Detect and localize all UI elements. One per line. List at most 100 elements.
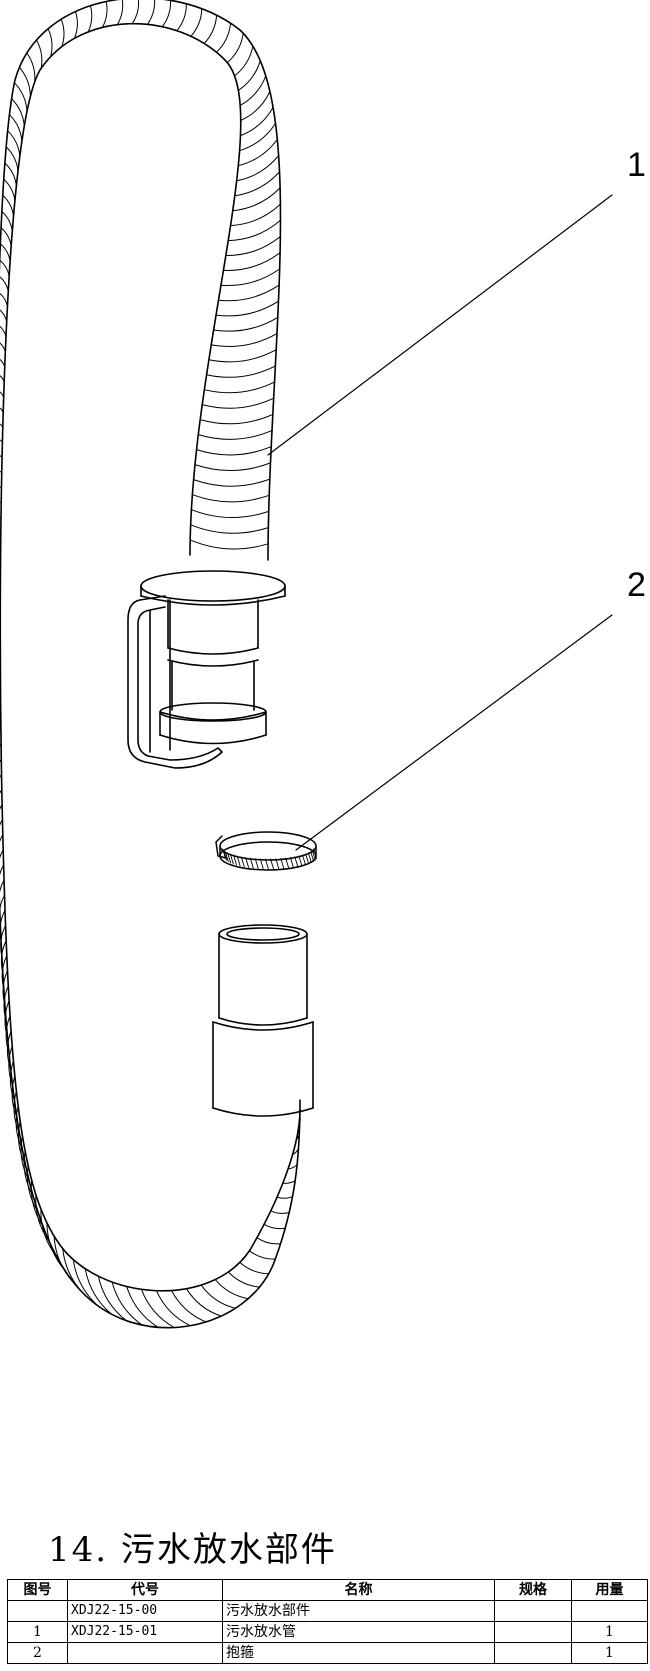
clamp-tooth [311, 849, 316, 861]
hose-ring [0, 864, 5, 876]
header-name: 名称 [222, 1579, 495, 1601]
hose-ring [276, 1196, 293, 1199]
hose-ring [186, 1288, 222, 1317]
hose-ring [11, 1075, 18, 1118]
hose-ring [1, 211, 13, 232]
hose-ring [176, 3, 187, 32]
table-row: 1 XDJ22-15-01 污水放水管 1 [7, 1621, 648, 1643]
hose-ring [13, 82, 28, 112]
hose-ring [203, 14, 218, 44]
parts-table: 图号 代号 名称 规格 用量 XDJ22-15-00 污水放水部件 1 XDJ2… [7, 1579, 648, 1664]
section-title: 14. 污水放水部件 [48, 1530, 337, 1570]
clamp-tooth [233, 854, 237, 866]
hose-ring [0, 342, 6, 353]
clamp-tooth [280, 858, 285, 869]
cell-code [67, 1642, 223, 1664]
clamp-tooth [305, 853, 310, 865]
hose-ring [216, 22, 232, 53]
leader-line-1 [267, 194, 613, 456]
cell-spec [494, 1621, 572, 1643]
hose-ring [5, 1015, 11, 1054]
hose-ring [126, 1285, 159, 1328]
hose-ring [72, 1258, 99, 1307]
hose-ring [146, 0, 156, 25]
hose-ring [236, 155, 280, 182]
hose-ring [191, 494, 270, 503]
clamp-tooth [302, 854, 306, 866]
hose-ring [203, 381, 275, 394]
hose-ring [263, 1223, 286, 1230]
hose-ring [0, 547, 2, 549]
hose-ring [0, 789, 3, 794]
clamp-tooth [294, 856, 299, 868]
hose-ring [189, 539, 269, 550]
hose-ring [240, 91, 271, 121]
hose-ring [0, 439, 3, 443]
hose-ring [60, 18, 65, 48]
header-qty: 用量 [571, 1579, 648, 1601]
hose-ring [295, 1131, 300, 1141]
hose-ring [47, 28, 53, 58]
hose-ring [161, 0, 172, 28]
hose-ring [0, 292, 8, 307]
hose-ring [234, 171, 280, 197]
clamp-tooth [229, 853, 234, 865]
hose-ring [87, 5, 93, 33]
hose-ring [237, 60, 261, 91]
hose-ring [0, 259, 10, 277]
hose-ring [0, 391, 5, 398]
hose-ring [214, 1279, 249, 1300]
hose-ring [73, 11, 78, 39]
clamp-tooth [240, 856, 245, 868]
table-row: XDJ22-15-00 污水放水部件 [7, 1600, 648, 1622]
hose-ring [225, 236, 281, 257]
clamp-tooth [222, 848, 227, 860]
hose-ring [0, 819, 3, 826]
hose-ring [5, 146, 19, 172]
hose-ring [0, 486, 2, 489]
hose-ring [4, 162, 17, 187]
lower-cuff [212, 924, 314, 1117]
hose-ring [0, 227, 12, 247]
hose-ring [9, 1060, 15, 1102]
hose-ring [206, 365, 276, 378]
hose-ring [13, 1090, 20, 1134]
hose-ring [0, 517, 2, 519]
hose-ring [196, 446, 272, 456]
hose-ring [0, 849, 4, 859]
leader-line-2 [295, 614, 613, 851]
mount-bracket [127, 595, 223, 769]
hose-ring [35, 1194, 50, 1243]
hose-ring [208, 349, 277, 363]
clamp-tooth [275, 858, 280, 870]
hose-ring [194, 462, 271, 472]
hose-ring [0, 909, 6, 941]
hose-ring [270, 1210, 290, 1214]
hose-ring [0, 894, 5, 925]
table-row: 2 抱箍 1 [7, 1642, 648, 1664]
hose-ring [62, 1248, 86, 1296]
hose-ring [26, 52, 36, 83]
hose-ring [227, 1271, 260, 1288]
hose-ring [298, 1115, 301, 1126]
hose-ring [240, 106, 274, 137]
clamp-tooth [298, 855, 303, 867]
hose-ring [140, 1288, 175, 1328]
cell-qty: 1 [571, 1621, 648, 1643]
hose-ring [0, 470, 3, 473]
hose-ring [53, 1235, 75, 1284]
hose-ring [36, 39, 43, 69]
hose-ring [239, 122, 276, 152]
clamp-tooth [270, 858, 275, 870]
hose-ring [287, 1164, 298, 1170]
upper-fitting [127, 570, 286, 769]
hose-corrugation-rings [0, 0, 301, 1328]
hose-ring [111, 1281, 143, 1326]
hose-ring [237, 139, 278, 167]
hose-ring [7, 130, 21, 157]
hose-ring [18, 66, 31, 98]
hose-ring [171, 1290, 207, 1323]
hose-ring [239, 1261, 270, 1275]
clamp-tooth [249, 857, 254, 869]
hose-ring [11, 98, 25, 127]
